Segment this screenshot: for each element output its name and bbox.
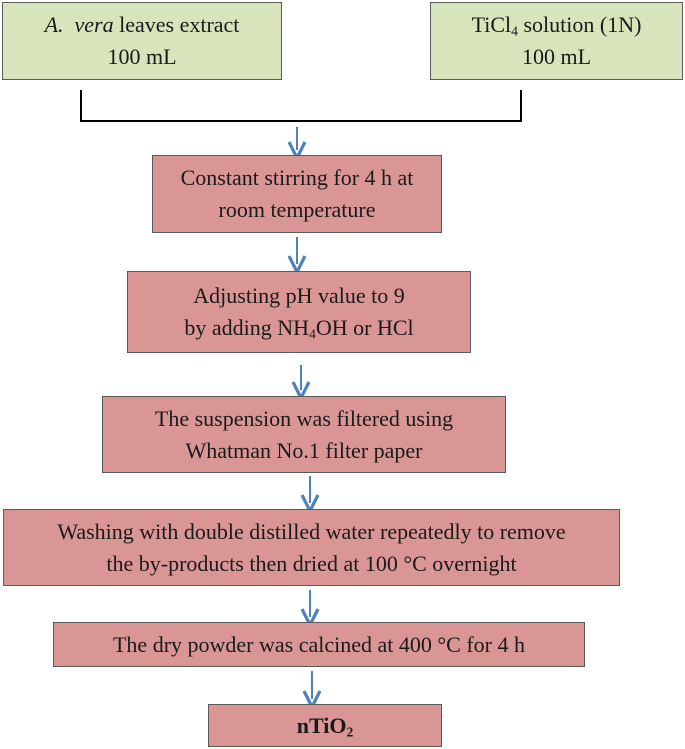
step-filtration: The suspension was filtered using Whatma… [102, 396, 506, 473]
merge-bracket [80, 90, 522, 122]
step-filter-line-2: Whatman No.1 filter paper [185, 437, 423, 463]
step-stirring-line-2: room temperature [218, 197, 376, 222]
step-calcination: The dry powder was calcined at 400 °C fo… [53, 622, 585, 667]
step-wash-line-2: the by-products then dried at 100 °C ove… [106, 550, 517, 576]
product-label: nTiO2 [296, 712, 354, 739]
step-wash-line-1: Washing with double distilled water repe… [57, 518, 566, 544]
step-adjust-ph: Adjusting pH value to 9 by adding NH4OH … [127, 271, 471, 353]
ticl4-label: TiCl4 solution (1N) [471, 12, 642, 39]
input-ticl4-solution: TiCl4 solution (1N) 100 mL [430, 2, 683, 80]
step-calcine-line: The dry powder was calcined at 400 °C fo… [112, 631, 525, 657]
step-stirring-line-1: Constant stirring for 4 h at [180, 165, 414, 191]
step-ph-line-2: by adding NH4OH or HCl [184, 315, 414, 342]
ticl4-volume: 100 mL [521, 44, 592, 69]
input-aloe-vera-extract: A. vera leaves extract 100 mL [2, 2, 282, 80]
aloe-vera-volume: 100 mL [107, 44, 177, 69]
product-ntio2: nTiO2 [208, 704, 442, 747]
step-ph-line-1: Adjusting pH value to 9 [193, 283, 405, 309]
step-filter-line-1: The suspension was filtered using [154, 405, 454, 431]
step-stirring: Constant stirring for 4 h at room temper… [152, 155, 442, 233]
step-washing-drying: Washing with double distilled water repe… [3, 509, 620, 586]
aloe-vera-label: A. vera leaves extract [44, 12, 240, 38]
